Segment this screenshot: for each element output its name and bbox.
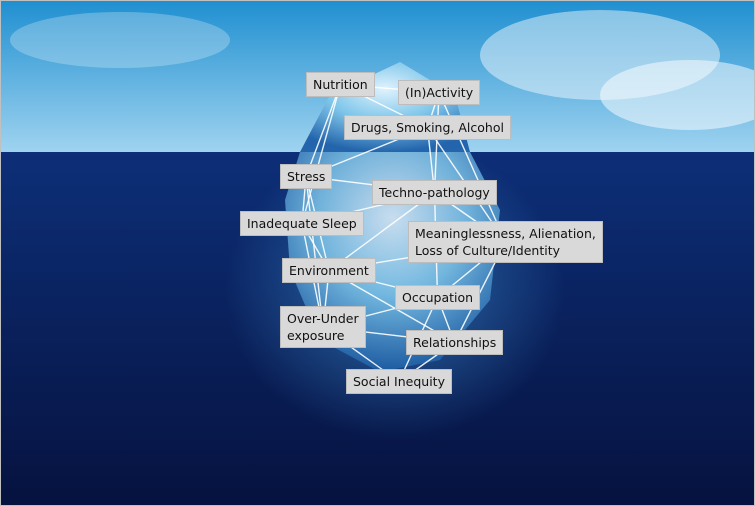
connector-line (305, 176, 324, 328)
factor-environment: Environment (282, 258, 376, 283)
connector-line (328, 191, 435, 272)
factor-social-inequity: Social Inequity (346, 369, 452, 394)
factor-label: Nutrition (313, 77, 368, 92)
factor-meaninglessness: Meaninglessness, Alienation, Loss of Cul… (408, 221, 603, 263)
factor-label: Over-Under (287, 311, 359, 326)
factor-inadequate-sleep: Inadequate Sleep (240, 211, 364, 236)
factor-over-under-exposure: Over-Under exposure (280, 306, 366, 348)
factor-label: Stress (287, 169, 326, 184)
factor-label: Inadequate Sleep (247, 216, 357, 231)
factor-drugs-smoking-alcohol: Drugs, Smoking, Alcohol (344, 115, 511, 140)
factor-label: Social Inequity (353, 374, 445, 389)
factor-label: Environment (289, 263, 369, 278)
factor-inactivity: (In)Activity (398, 80, 481, 105)
cloud (10, 12, 230, 68)
factor-label-line2: exposure (287, 328, 345, 343)
factor-label: Drugs, Smoking, Alcohol (351, 120, 504, 135)
factor-stress: Stress (280, 164, 333, 189)
factor-label: Relationships (413, 335, 497, 350)
factor-label-line2: Loss of Culture/Identity (415, 243, 561, 258)
factor-label: Techno-pathology (379, 185, 490, 200)
connector-line (305, 84, 342, 177)
factor-techno-pathology: Techno-pathology (372, 180, 497, 205)
factor-label: Meaninglessness, Alienation, (415, 226, 596, 241)
factor-relationships: Relationships (406, 330, 504, 355)
factor-nutrition: Nutrition (306, 72, 375, 97)
connector-line (433, 92, 440, 193)
factor-label: (In)Activity (405, 85, 474, 100)
factor-label: Occupation (402, 290, 474, 305)
cloud (600, 60, 755, 130)
factor-occupation: Occupation (395, 285, 481, 310)
